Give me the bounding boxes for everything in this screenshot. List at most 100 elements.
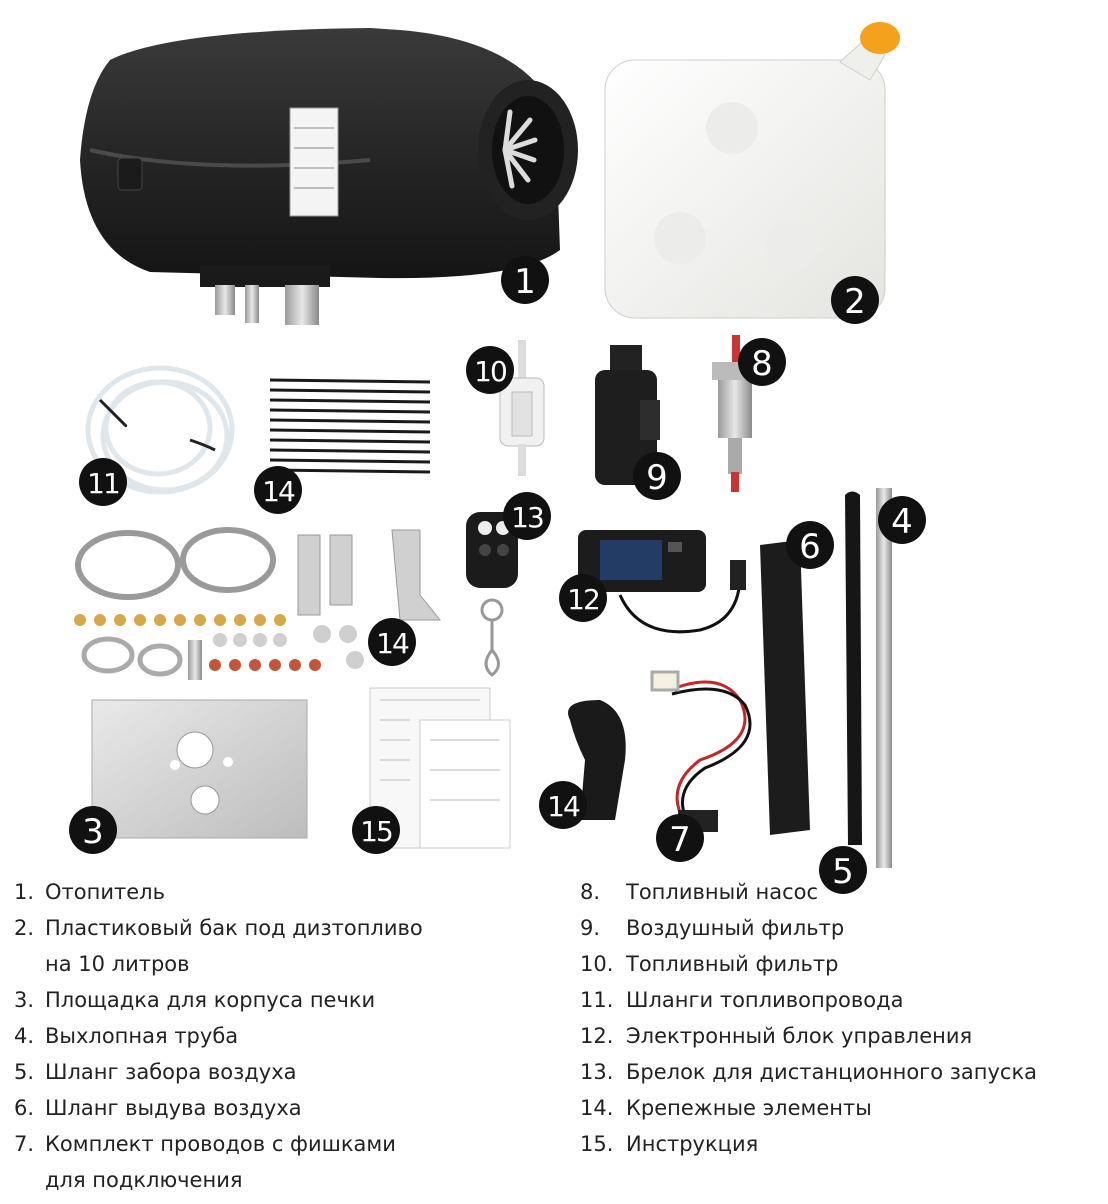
legend-item-number: 1. <box>14 880 35 904</box>
badge-11: 11 <box>79 458 127 506</box>
legend-item-number: 8. <box>580 880 601 904</box>
svg-text:6: 6 <box>799 527 821 567</box>
legend-item: 13. Брелок для дистанционного запуска <box>580 1054 1037 1090</box>
product-kit-illustration: 1 2 3 4 5 6 7 8 9 10 11 12 13 14 14 14 1… <box>69 22 926 894</box>
legend-item-number: 4. <box>14 1024 35 1048</box>
legend-item-number: 15. <box>580 1132 614 1156</box>
number-badges: 1 2 3 4 5 6 7 8 9 10 11 12 13 14 14 14 1… <box>69 256 926 894</box>
legend-item-number: 13. <box>580 1060 614 1084</box>
legend-item-text: Брелок для дистанционного запуска <box>626 1060 1038 1084</box>
remote-key-fob <box>466 512 518 677</box>
legend-item-text: Шланги топливопровода <box>626 988 904 1012</box>
legend-item: 1. Отопитель <box>14 874 423 910</box>
legend-item: 14. Крепежные элементы <box>580 1090 1037 1126</box>
legend-item-text: Шланг выдува воздуха <box>45 1096 302 1120</box>
legend-item-number: 2. <box>14 916 35 940</box>
legend-item: для подключения <box>14 1162 423 1198</box>
badge-9: 9 <box>633 452 681 500</box>
legend-item-number: 5. <box>14 1060 35 1084</box>
legend-item: 9. Воздушный фильтр <box>580 910 1037 946</box>
legend-item-number: 6. <box>14 1096 35 1120</box>
svg-text:14: 14 <box>547 790 580 823</box>
badge-3: 3 <box>69 806 117 854</box>
badge-8: 8 <box>738 338 786 386</box>
badge-14a: 14 <box>254 466 302 514</box>
mounting-plate <box>91 699 308 839</box>
legend-item-text: Крепежные элементы <box>626 1096 872 1120</box>
legend-item-text: Отопитель <box>45 880 165 904</box>
legend-item-text: для подключения <box>45 1168 243 1192</box>
badge-4: 4 <box>878 496 926 544</box>
fuel-pump <box>712 335 752 492</box>
badge-15: 15 <box>352 806 400 854</box>
legend-item: на 10 литров <box>14 946 423 982</box>
svg-text:15: 15 <box>360 815 392 848</box>
legend-item-text: Пластиковый бак под дизтопливо <box>45 916 423 940</box>
fuel-tank <box>604 22 900 319</box>
legend-item: 15. Инструкция <box>580 1126 1037 1162</box>
legend-item: 5. Шланг забора воздуха <box>14 1054 423 1090</box>
badge-5: 5 <box>819 846 867 894</box>
badge-12: 12 <box>559 574 607 622</box>
svg-text:7: 7 <box>669 820 691 860</box>
legend-right: 8. Топливный насос 9. Воздушный фильтр 10. То… <box>580 874 1037 1162</box>
svg-text:11: 11 <box>87 467 119 500</box>
legend-item-text: Топливный фильтр <box>626 952 839 976</box>
badge-10: 10 <box>466 346 514 394</box>
legend-item: 4. Выхлопная труба <box>14 1018 423 1054</box>
legend-item-number: 9. <box>580 916 601 940</box>
nuts-and-screws <box>74 614 364 680</box>
exhaust-pipe <box>876 488 892 868</box>
legend-item-number: 7. <box>14 1132 35 1156</box>
legend-item-number: 14. <box>580 1096 614 1120</box>
legend-item-text: Выхлопная труба <box>45 1024 239 1048</box>
svg-text:12: 12 <box>567 583 599 616</box>
badge-14b: 14 <box>368 618 416 666</box>
mounting-hardware <box>75 527 442 621</box>
legend-item: 11. Шланги топливопровода <box>580 982 1037 1018</box>
legend-item-text: Инструкция <box>626 1132 759 1156</box>
legend-item-number: 3. <box>14 988 35 1012</box>
svg-text:3: 3 <box>82 812 104 852</box>
svg-text:4: 4 <box>891 502 913 542</box>
legend-item-number: 10. <box>580 952 614 976</box>
svg-text:13: 13 <box>511 501 543 534</box>
badge-13: 13 <box>503 492 551 540</box>
svg-text:2: 2 <box>844 282 866 322</box>
badge-1: 1 <box>501 256 549 304</box>
legend-item-text: на 10 литров <box>45 952 190 976</box>
badge-6: 6 <box>786 521 834 569</box>
svg-text:14: 14 <box>376 627 409 660</box>
legend-item-text: Шланг забора воздуха <box>45 1060 297 1084</box>
heater-unit <box>80 28 578 325</box>
exhaust-clamp <box>568 700 626 820</box>
legend-item-number: 11. <box>580 988 614 1012</box>
legend-item-text: Топливный насос <box>626 880 819 904</box>
badge-14c: 14 <box>539 781 587 829</box>
svg-text:8: 8 <box>751 344 773 384</box>
svg-text:1: 1 <box>514 262 536 302</box>
legend-item: 12. Электронный блок управления <box>580 1018 1037 1054</box>
svg-text:10: 10 <box>474 355 506 388</box>
air-intake-hose <box>845 491 862 845</box>
svg-text:9: 9 <box>646 458 668 498</box>
cable-ties <box>269 378 431 474</box>
legend-item-text: Комплект проводов с фишками <box>45 1132 396 1156</box>
legend-item-text: Электронный блок управления <box>626 1024 973 1048</box>
legend-item: 7. Комплект проводов с фишками <box>14 1126 423 1162</box>
legend-item: 8. Топливный насос <box>580 874 1037 910</box>
legend-item-text: Площадка для корпуса печки <box>45 988 376 1012</box>
legend-left: 1. Отопитель 2. Пластиковый бак под дизтопл… <box>14 874 423 1198</box>
legend-item: 6. Шланг выдува воздуха <box>14 1090 423 1126</box>
legend-item-text: Воздушный фильтр <box>626 916 845 940</box>
svg-text:14: 14 <box>262 475 295 508</box>
badge-2: 2 <box>831 276 879 324</box>
legend-item: 2. Пластиковый бак под дизтопливо <box>14 910 423 946</box>
air-filter <box>595 345 660 485</box>
fuel-line-coil <box>85 365 235 495</box>
badge-7: 7 <box>656 814 704 862</box>
control-panel <box>578 530 746 634</box>
wiring-harness <box>650 670 752 836</box>
legend-item-number: 12. <box>580 1024 614 1048</box>
legend-item: 3. Площадка для корпуса печки <box>14 982 423 1018</box>
